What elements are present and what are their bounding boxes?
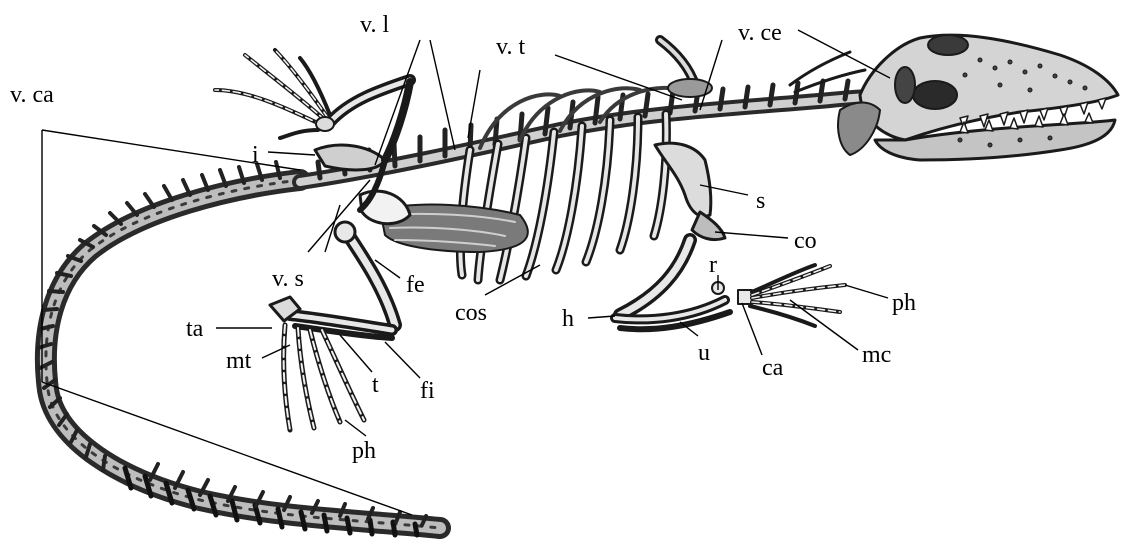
label-ca: ca (762, 355, 784, 381)
hind-limb (270, 222, 395, 430)
label-ta: ta (186, 316, 204, 342)
label-v-ce: v. ce (738, 20, 782, 46)
label-s: s (756, 188, 765, 214)
vertebral-column (300, 81, 900, 182)
label-r: r (709, 252, 717, 278)
label-t: t (372, 372, 379, 398)
label-h: h (562, 306, 574, 332)
label-cos: cos (455, 300, 487, 326)
label-co: co (794, 228, 817, 254)
label-u: u (698, 340, 710, 366)
label-mc: mc (862, 342, 891, 368)
raised-hind-foot (215, 50, 410, 160)
label-v-s: v. s (272, 266, 304, 292)
skeleton-illustration (38, 35, 1118, 535)
label-ph-hind: ph (352, 438, 376, 464)
label-v-l: v. l (360, 12, 389, 38)
label-i: i (252, 142, 259, 168)
label-v-t: v. t (496, 34, 525, 60)
label-mt: mt (226, 348, 252, 374)
label-fi: fi (420, 378, 435, 404)
label-fe: fe (406, 272, 425, 298)
skull (838, 35, 1118, 160)
label-v-ca: v. ca (10, 82, 54, 108)
label-ph-fore: ph (892, 290, 916, 316)
